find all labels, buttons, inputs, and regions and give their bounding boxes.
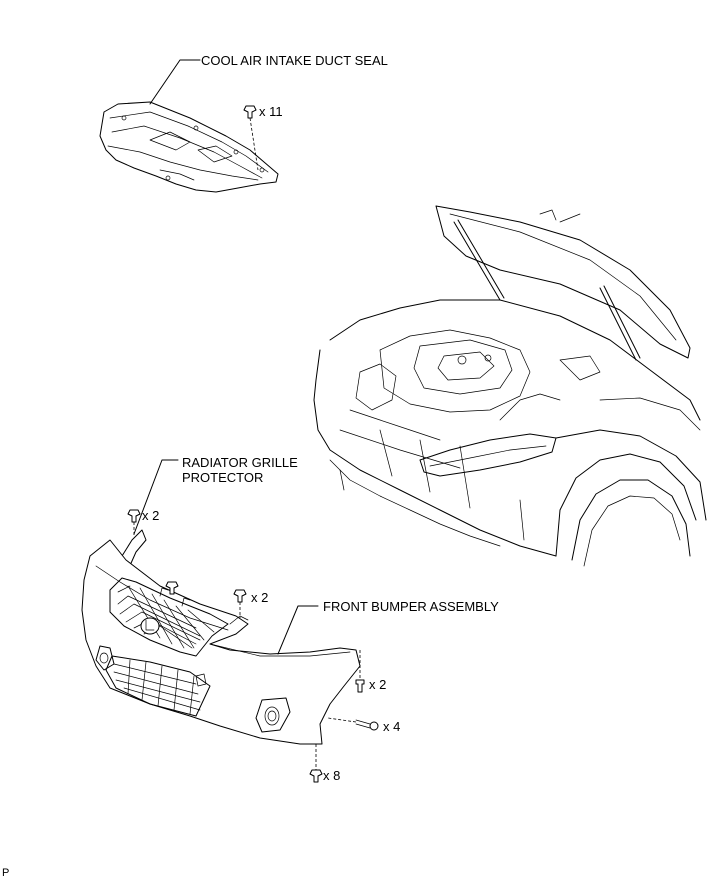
leader-grille-protector <box>133 459 179 535</box>
vehicle-front-illustration <box>313 205 707 567</box>
clip-icon <box>309 769 323 783</box>
grille-protector-label-line2: PROTECTOR <box>182 470 264 485</box>
clip-icon <box>233 589 247 603</box>
clip-icon <box>165 581 179 595</box>
front-bumper-label: FRONT BUMPER ASSEMBLY <box>323 599 499 614</box>
front-bumper-assembly <box>81 539 361 745</box>
leader-duct-seal <box>149 59 201 105</box>
footer-code: P <box>2 867 10 879</box>
bumper-side-screw-count: x 2 <box>369 677 387 692</box>
duct-seal-label: COOL AIR INTAKE DUCT SEAL <box>201 53 388 68</box>
screw-icon <box>355 679 365 693</box>
bumper-bottom-clip-count: x 8 <box>323 768 341 783</box>
bumper-top-clip-count: x 2 <box>251 590 269 605</box>
clip-icon <box>127 509 141 523</box>
cool-air-intake-duct-seal <box>99 101 279 193</box>
grille-clip-count: x 2 <box>142 508 160 523</box>
duct-seal-clip-count: x 11 <box>259 104 283 119</box>
grille-protector-label-line1: RADIATOR GRILLE <box>182 455 298 470</box>
clip-icon <box>243 105 257 119</box>
bumper-bolt-count: x 4 <box>383 719 401 734</box>
bolt-icon <box>355 719 379 731</box>
leader-front-bumper <box>277 605 319 655</box>
